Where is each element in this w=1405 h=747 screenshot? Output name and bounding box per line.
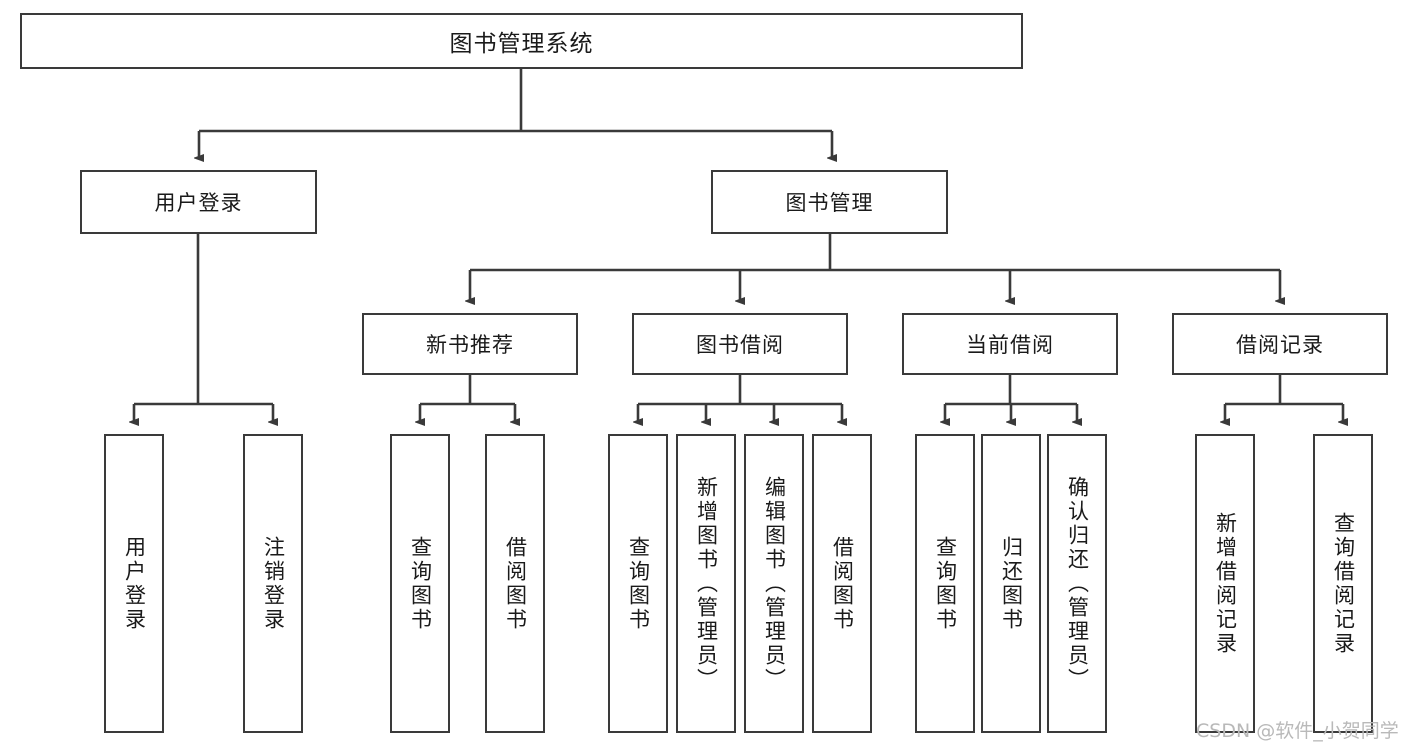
node-root[interactable]: 图书管理系统 — [20, 13, 1023, 69]
node-leaf-query-book-3[interactable]: 查询图书 — [915, 434, 975, 733]
node-leaf-add-book-label: 新增图书（管理员） — [694, 475, 719, 692]
node-leaf-add-record-label: 新增借阅记录 — [1213, 511, 1238, 656]
node-book-manage-label: 图书管理 — [785, 191, 874, 215]
node-leaf-add-book[interactable]: 新增图书（管理员） — [676, 434, 736, 733]
node-leaf-confirm-return[interactable]: 确认归还（管理员） — [1047, 434, 1107, 733]
node-leaf-confirm-return-label: 确认归还（管理员） — [1065, 475, 1090, 692]
node-borrow-record[interactable]: 借阅记录 — [1172, 313, 1388, 375]
node-leaf-user-login[interactable]: 用户登录 — [104, 434, 164, 733]
node-leaf-return-book[interactable]: 归还图书 — [981, 434, 1041, 733]
node-leaf-query-book-1-label: 查询图书 — [408, 535, 433, 632]
node-book-borrow-label: 图书借阅 — [696, 333, 784, 357]
node-leaf-user-logout[interactable]: 注销登录 — [243, 434, 303, 733]
node-leaf-query-book-2-label: 查询图书 — [626, 535, 651, 632]
node-current-borrow[interactable]: 当前借阅 — [902, 313, 1118, 375]
node-borrow-record-label: 借阅记录 — [1236, 333, 1324, 357]
node-leaf-query-record-label: 查询借阅记录 — [1331, 511, 1356, 656]
node-new-book-rec-label: 新书推荐 — [426, 333, 514, 357]
node-leaf-user-logout-label: 注销登录 — [261, 535, 286, 632]
node-leaf-query-record[interactable]: 查询借阅记录 — [1313, 434, 1373, 733]
node-root-label: 图书管理系统 — [449, 31, 594, 57]
node-leaf-borrow-book-1[interactable]: 借阅图书 — [485, 434, 545, 733]
node-book-borrow[interactable]: 图书借阅 — [632, 313, 848, 375]
node-leaf-query-book-3-label: 查询图书 — [933, 535, 958, 632]
node-leaf-query-book-2[interactable]: 查询图书 — [608, 434, 668, 733]
node-leaf-borrow-book-2-label: 借阅图书 — [830, 535, 855, 632]
node-leaf-query-book-1[interactable]: 查询图书 — [390, 434, 450, 733]
node-leaf-edit-book-label: 编辑图书（管理员） — [762, 475, 787, 692]
node-leaf-add-record[interactable]: 新增借阅记录 — [1195, 434, 1255, 733]
node-new-book-rec[interactable]: 新书推荐 — [362, 313, 578, 375]
node-leaf-edit-book[interactable]: 编辑图书（管理员） — [744, 434, 804, 733]
node-leaf-return-book-label: 归还图书 — [999, 535, 1024, 632]
node-current-borrow-label: 当前借阅 — [966, 333, 1054, 357]
node-user-login-label: 用户登录 — [154, 191, 243, 215]
node-leaf-borrow-book-2[interactable]: 借阅图书 — [812, 434, 872, 733]
node-user-login[interactable]: 用户登录 — [80, 170, 317, 234]
node-book-manage[interactable]: 图书管理 — [711, 170, 948, 234]
node-leaf-borrow-book-1-label: 借阅图书 — [503, 535, 528, 632]
csdn-watermark: CSDN @软件_小贺同学 — [1196, 720, 1399, 742]
node-leaf-user-login-label: 用户登录 — [122, 535, 147, 632]
